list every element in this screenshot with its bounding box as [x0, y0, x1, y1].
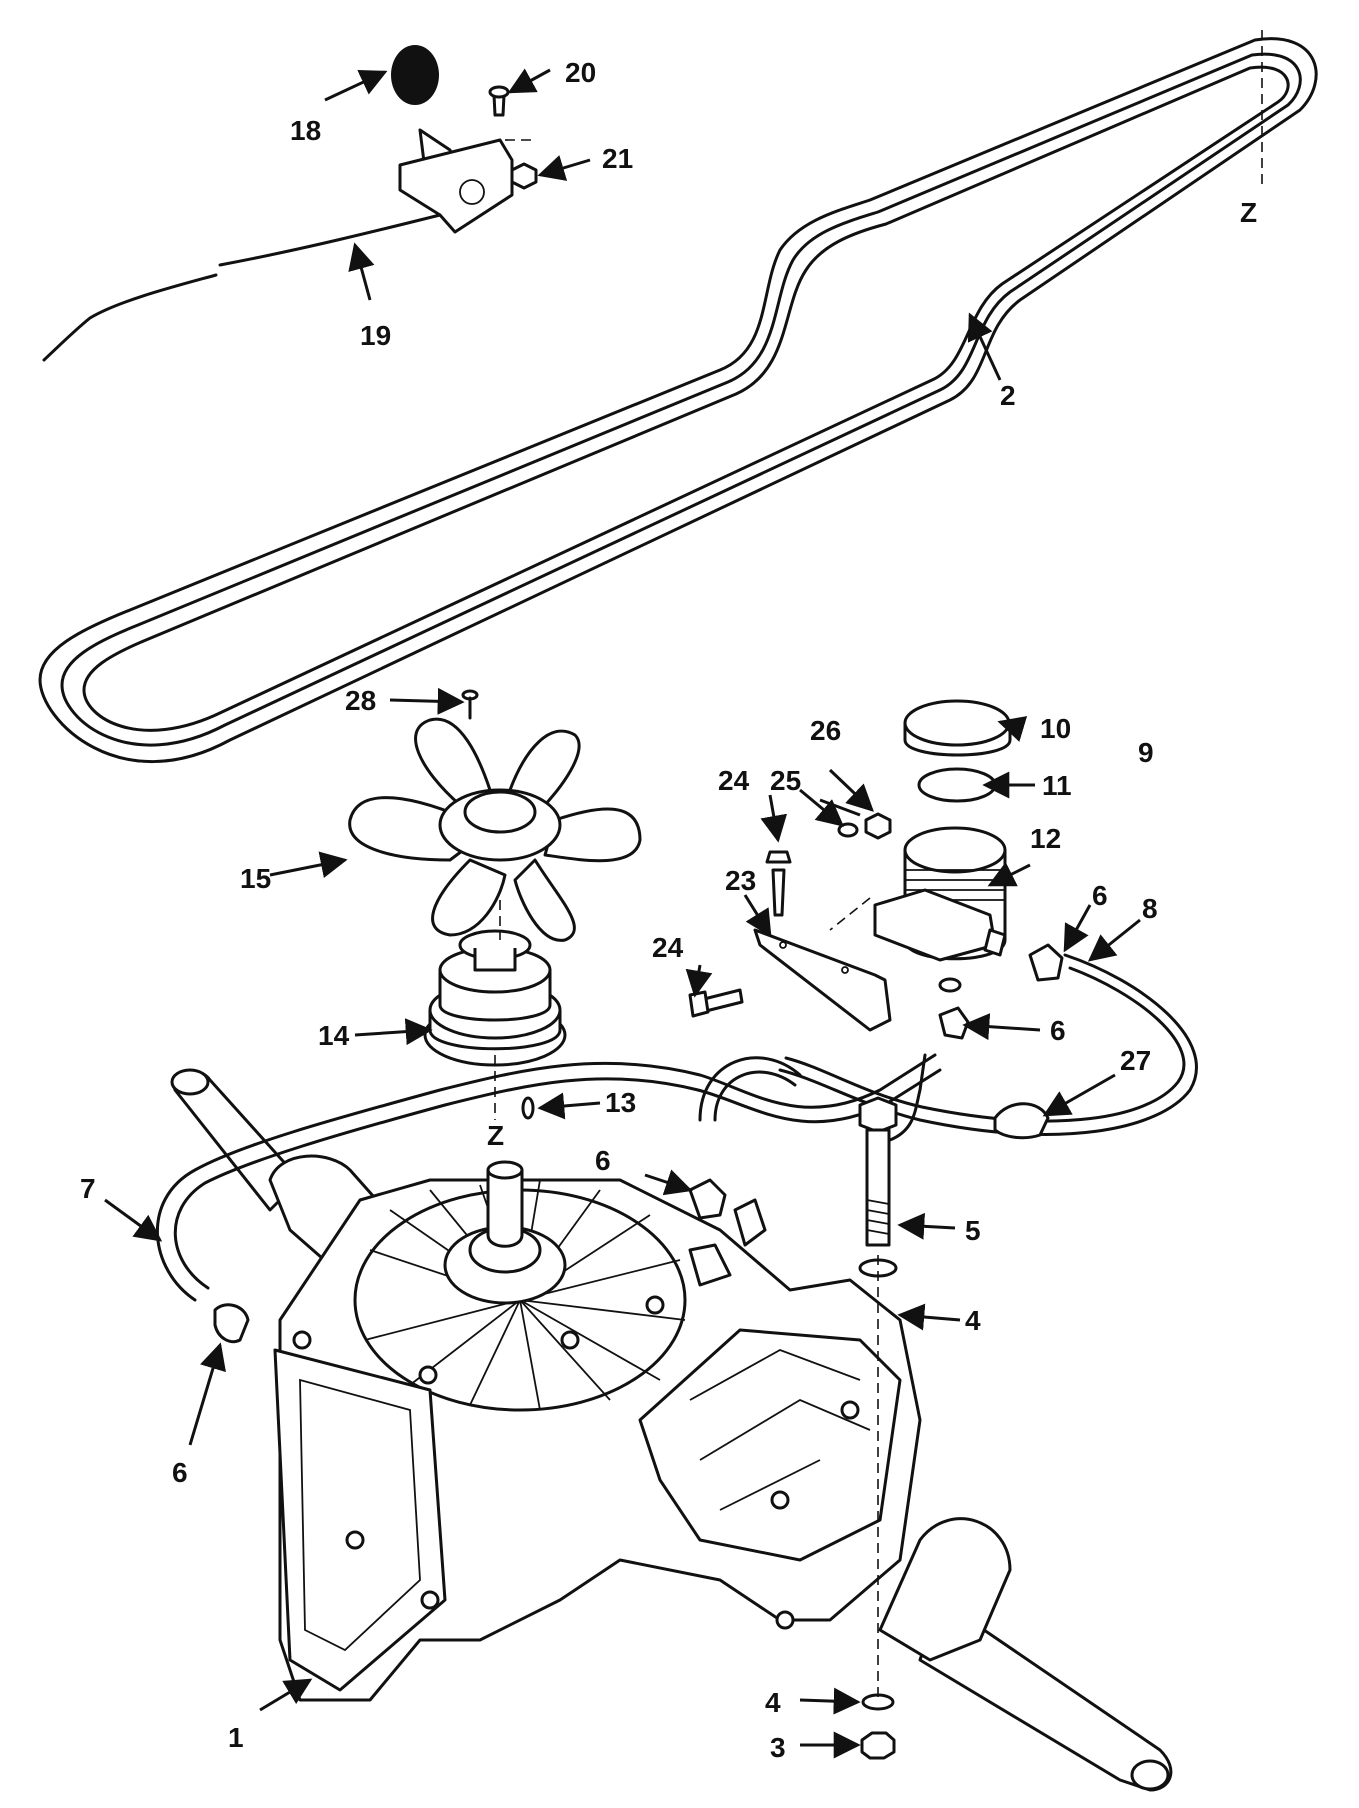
bolt-28 — [461, 689, 479, 720]
callout-8: 8 — [1142, 893, 1158, 924]
bracket-assembly — [688, 812, 892, 1032]
callout-24-lower: 24 — [652, 932, 684, 963]
transaxle — [170, 1068, 1173, 1792]
bolt-5-assembly — [858, 1096, 898, 1760]
axis-mark-z-pulley: Z — [487, 1120, 504, 1151]
callout-20: 20 — [565, 57, 596, 88]
callout-11: 11 — [1042, 770, 1072, 801]
callout-5: 5 — [965, 1215, 981, 1246]
hose-clamp-27 — [993, 1102, 1050, 1140]
callout-7: 7 — [80, 1173, 96, 1204]
axis-mark-z-top: Z — [1240, 197, 1257, 228]
hose-7 — [156, 1053, 942, 1302]
callout-14: 14 — [318, 1020, 350, 1051]
callout-13: 13 — [605, 1087, 636, 1118]
callout-6-reservoir-bottom: 6 — [1050, 1015, 1066, 1046]
callout-25: 25 — [770, 765, 801, 796]
drive-belt — [38, 37, 1318, 763]
callout-10: 10 — [1040, 713, 1071, 744]
callout-arrows — [104, 68, 1141, 1759]
callout-6-left: 6 — [172, 1457, 188, 1488]
fan-15 — [348, 717, 642, 942]
callout-28: 28 — [345, 685, 376, 716]
key-13 — [521, 1096, 535, 1120]
callout-6-reservoir-side: 6 — [1092, 880, 1108, 911]
callout-1: 1 — [228, 1722, 244, 1753]
callout-21: 21 — [602, 143, 633, 174]
fittings-6 — [213, 943, 1064, 1344]
switch-boot-18 — [391, 45, 439, 105]
callout-labels: Z Z 1 2 3 4 4 5 6 6 6 6 6 7 8 9 10 11 12… — [80, 57, 1257, 1763]
callout-4-upper: 4 — [965, 1305, 981, 1336]
callout-18: 18 — [290, 115, 321, 146]
callout-27: 27 — [1120, 1045, 1151, 1076]
switch-assembly — [42, 45, 538, 362]
callout-6-center: 6 — [595, 1145, 611, 1176]
callout-23: 23 — [725, 865, 756, 896]
pulley-14 — [423, 929, 567, 1120]
callout-15: 15 — [240, 863, 271, 894]
callout-12: 12 — [1030, 823, 1061, 854]
callout-26: 26 — [810, 715, 841, 746]
callout-19: 19 — [360, 320, 391, 351]
callout-3: 3 — [770, 1732, 786, 1763]
callout-4-lower: 4 — [765, 1687, 781, 1718]
callout-2: 2 — [1000, 380, 1016, 411]
reservoir-assembly — [873, 699, 1012, 993]
callout-24-upper: 24 — [718, 765, 750, 796]
hose-8 — [698, 953, 1198, 1142]
callout-9: 9 — [1138, 737, 1154, 768]
